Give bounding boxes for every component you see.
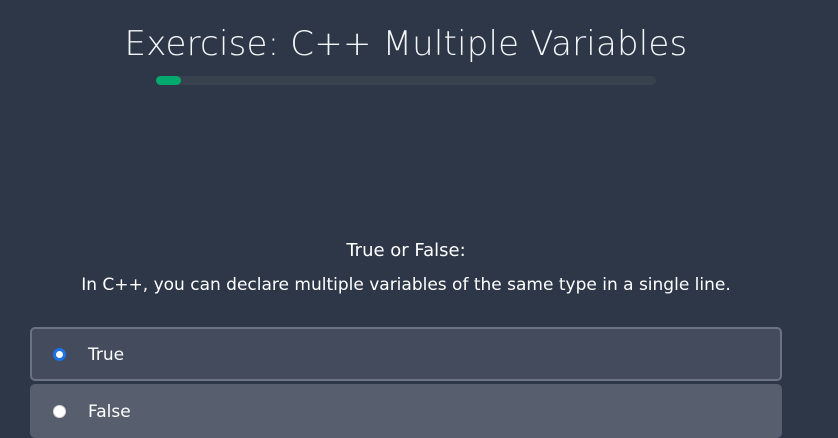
- answer-option-false[interactable]: False: [30, 384, 782, 438]
- radio-unselected-icon[interactable]: [53, 405, 66, 418]
- radio-selected-icon[interactable]: [53, 348, 66, 361]
- answer-option-label: True: [88, 345, 125, 365]
- answer-option-true[interactable]: True: [30, 327, 782, 381]
- progress-bar-fill: [156, 76, 181, 85]
- question-heading: True or False:: [346, 240, 466, 261]
- exercise-title: Exercise: C++ Multiple Variables: [124, 24, 688, 64]
- question-text: In C++, you can declare multiple variabl…: [81, 275, 731, 295]
- answer-option-label: False: [88, 402, 131, 422]
- progress-bar: [156, 76, 656, 85]
